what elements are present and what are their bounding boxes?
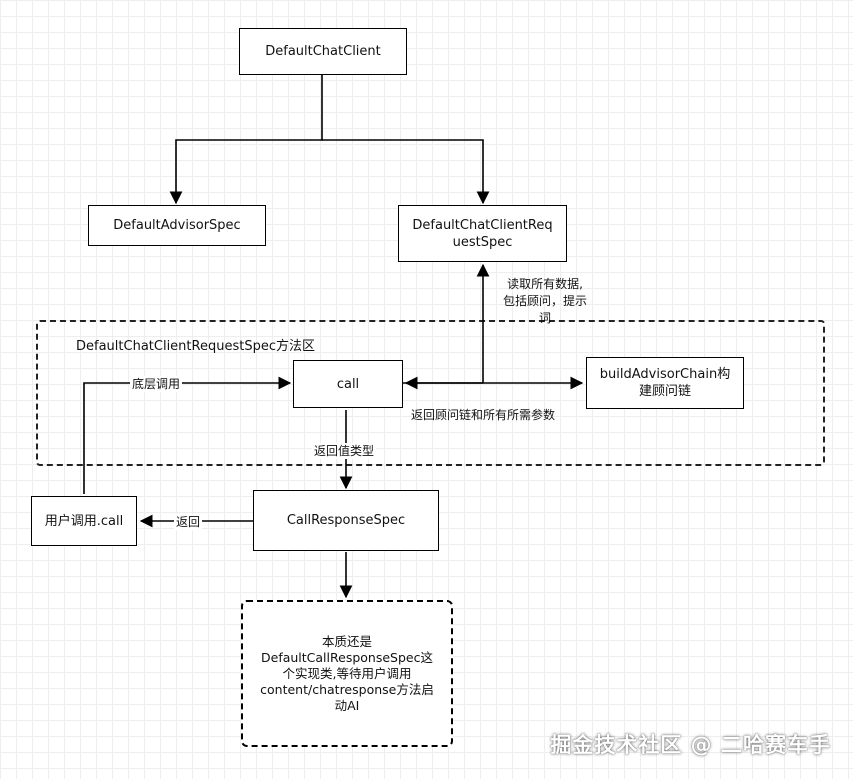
node-default-chat-client[interactable]: DefaultChatClient bbox=[239, 28, 407, 75]
label-return: 返回 bbox=[174, 514, 203, 530]
method-region bbox=[36, 320, 825, 466]
edge-client-to-children bbox=[169, 75, 323, 205]
edge-user-to-call bbox=[83, 376, 292, 494]
node-call-response-spec[interactable]: CallResponseSpec bbox=[253, 490, 439, 551]
label-return-type: 返回值类型 bbox=[312, 443, 377, 459]
node-build-advisor-chain[interactable]: buildAdvisorChain构 建顾问链 bbox=[586, 357, 744, 409]
node-user-call[interactable]: 用户调用.call bbox=[31, 496, 137, 546]
node-essence-note[interactable]: 本质还是 DefaultCallResponseSpec这 个实现类,等待用户调… bbox=[241, 600, 453, 747]
label-read-all-data: 读取所有数据, 包括顾问，提示 词 bbox=[502, 277, 587, 325]
edge-client-to-request-spec bbox=[322, 139, 490, 205]
node-call[interactable]: call bbox=[293, 360, 403, 408]
label-return-chain: 返回顾问链和所有所需参数 bbox=[411, 408, 556, 422]
region-title: DefaultChatClientRequestSpec方法区 bbox=[76, 339, 315, 354]
label-underlying-call: 底层调用 bbox=[130, 376, 183, 392]
watermark: 掘金技术社区 @ 二哈赛车手 bbox=[550, 733, 831, 757]
node-request-spec[interactable]: DefaultChatClientReq uestSpec bbox=[398, 205, 567, 262]
node-default-advisor-spec[interactable]: DefaultAdvisorSpec bbox=[88, 205, 266, 246]
